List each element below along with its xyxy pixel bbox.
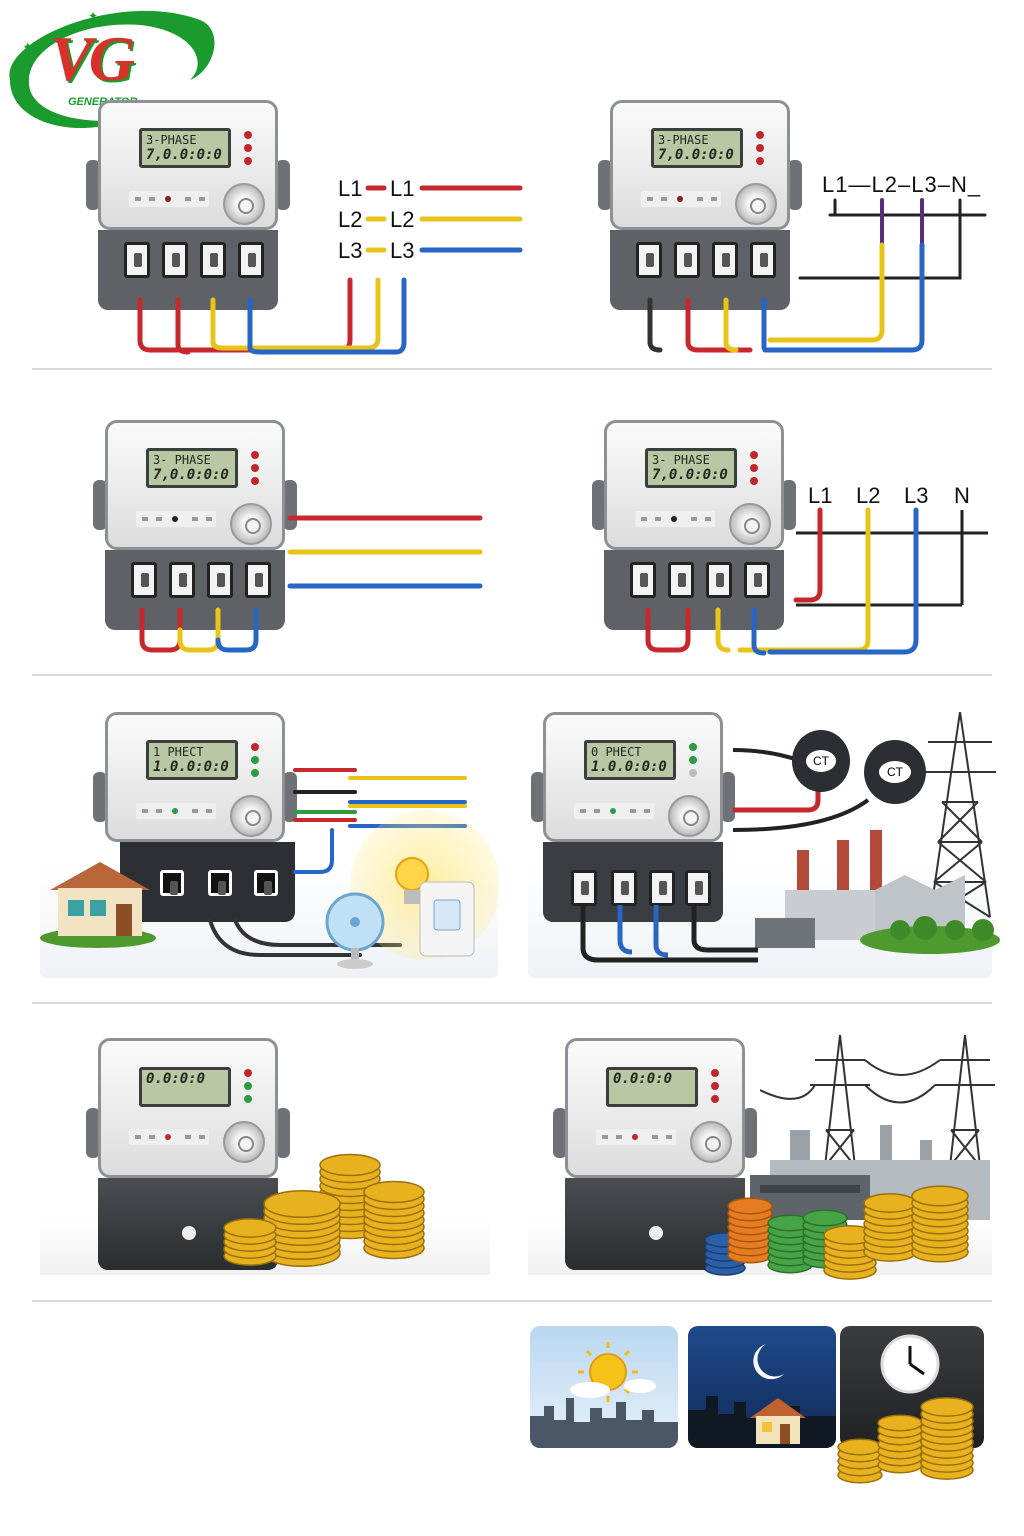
coin: [263, 1189, 341, 1219]
coin: [877, 1414, 923, 1432]
coin: [319, 1153, 381, 1177]
divider: [32, 674, 992, 676]
label-l3: L3: [338, 238, 363, 263]
bus-labels: L1—L2–L3–N_: [822, 172, 982, 197]
label-l1: L1: [390, 176, 415, 201]
coin: [920, 1397, 974, 1417]
label-l1: L1: [822, 172, 849, 197]
label-l2: L2: [856, 483, 881, 508]
phase-labels-right: L1 L2 L3: [390, 173, 414, 266]
fan-icon: [325, 892, 385, 969]
divider: [32, 1300, 992, 1302]
meter-dial-icon: [230, 503, 272, 545]
coin: [837, 1438, 883, 1456]
light-bulb-icon: [395, 857, 429, 904]
sun-icon: [578, 1342, 638, 1402]
logo-swoosh-icon: ✦ ✦: [9, 9, 215, 129]
meter-display: 0.0:0:0: [606, 1067, 698, 1107]
ct-label: CT: [879, 761, 911, 783]
current-transformer-icon: CT: [864, 740, 926, 804]
label-l1: L1: [338, 176, 363, 201]
coin: [911, 1185, 969, 1207]
label-l3: L3: [904, 483, 929, 508]
divider: [32, 368, 992, 370]
factory-icon: [755, 830, 1000, 954]
coin-stack-icon: [223, 1153, 425, 1268]
label-l2: L2: [871, 172, 898, 197]
label-l3: L3: [911, 172, 938, 197]
meter-dial-icon: [735, 183, 777, 225]
meter-dial-icon: [729, 503, 771, 545]
meter-dial-icon: [690, 1121, 732, 1163]
coin: [802, 1209, 848, 1227]
moon-icon: [753, 1344, 784, 1380]
daytime-panel: [530, 1326, 678, 1448]
divider: [32, 1002, 992, 1004]
nighttime-panel: [688, 1326, 836, 1448]
house-icon: [750, 1398, 806, 1444]
wiring-row1-left: [137, 185, 523, 355]
label-n: N: [954, 483, 970, 508]
wiring-row2-right: [645, 507, 988, 656]
logo-mark: VG: [50, 23, 135, 94]
clock-icon: [880, 1334, 940, 1394]
meter-display: 0.0:0:0: [139, 1067, 231, 1107]
coin: [727, 1197, 773, 1215]
wiring-row2-left: [139, 515, 483, 653]
svg-text:✦: ✦: [22, 39, 34, 55]
meter-dial-icon: [668, 795, 710, 837]
meter-dial-icon: [223, 183, 265, 225]
coin: [363, 1180, 425, 1204]
meter-dial-icon: [230, 795, 272, 837]
wiring-row1-right: [647, 198, 987, 353]
label-n: N: [950, 172, 968, 197]
label-l2: L2: [338, 207, 363, 232]
house-icon: [40, 862, 156, 948]
meter-dial-icon: [223, 1121, 265, 1163]
coin-stack-icon: [837, 1397, 974, 1484]
phase-labels-left: L1 L2 L3: [338, 173, 362, 266]
coin: [863, 1193, 917, 1213]
current-transformer-icon: CT: [792, 730, 850, 792]
label-l2: L2: [390, 207, 415, 232]
label-l3: L3: [390, 238, 415, 263]
svg-text:✦: ✦: [88, 9, 98, 23]
wiring-row3-right: [580, 748, 870, 963]
label-l1: L1: [808, 483, 833, 508]
wall-socket-icon: [419, 881, 475, 957]
coin: [223, 1218, 277, 1238]
coin-stack-icon: [705, 1185, 969, 1280]
ct-label: CT: [806, 750, 836, 772]
